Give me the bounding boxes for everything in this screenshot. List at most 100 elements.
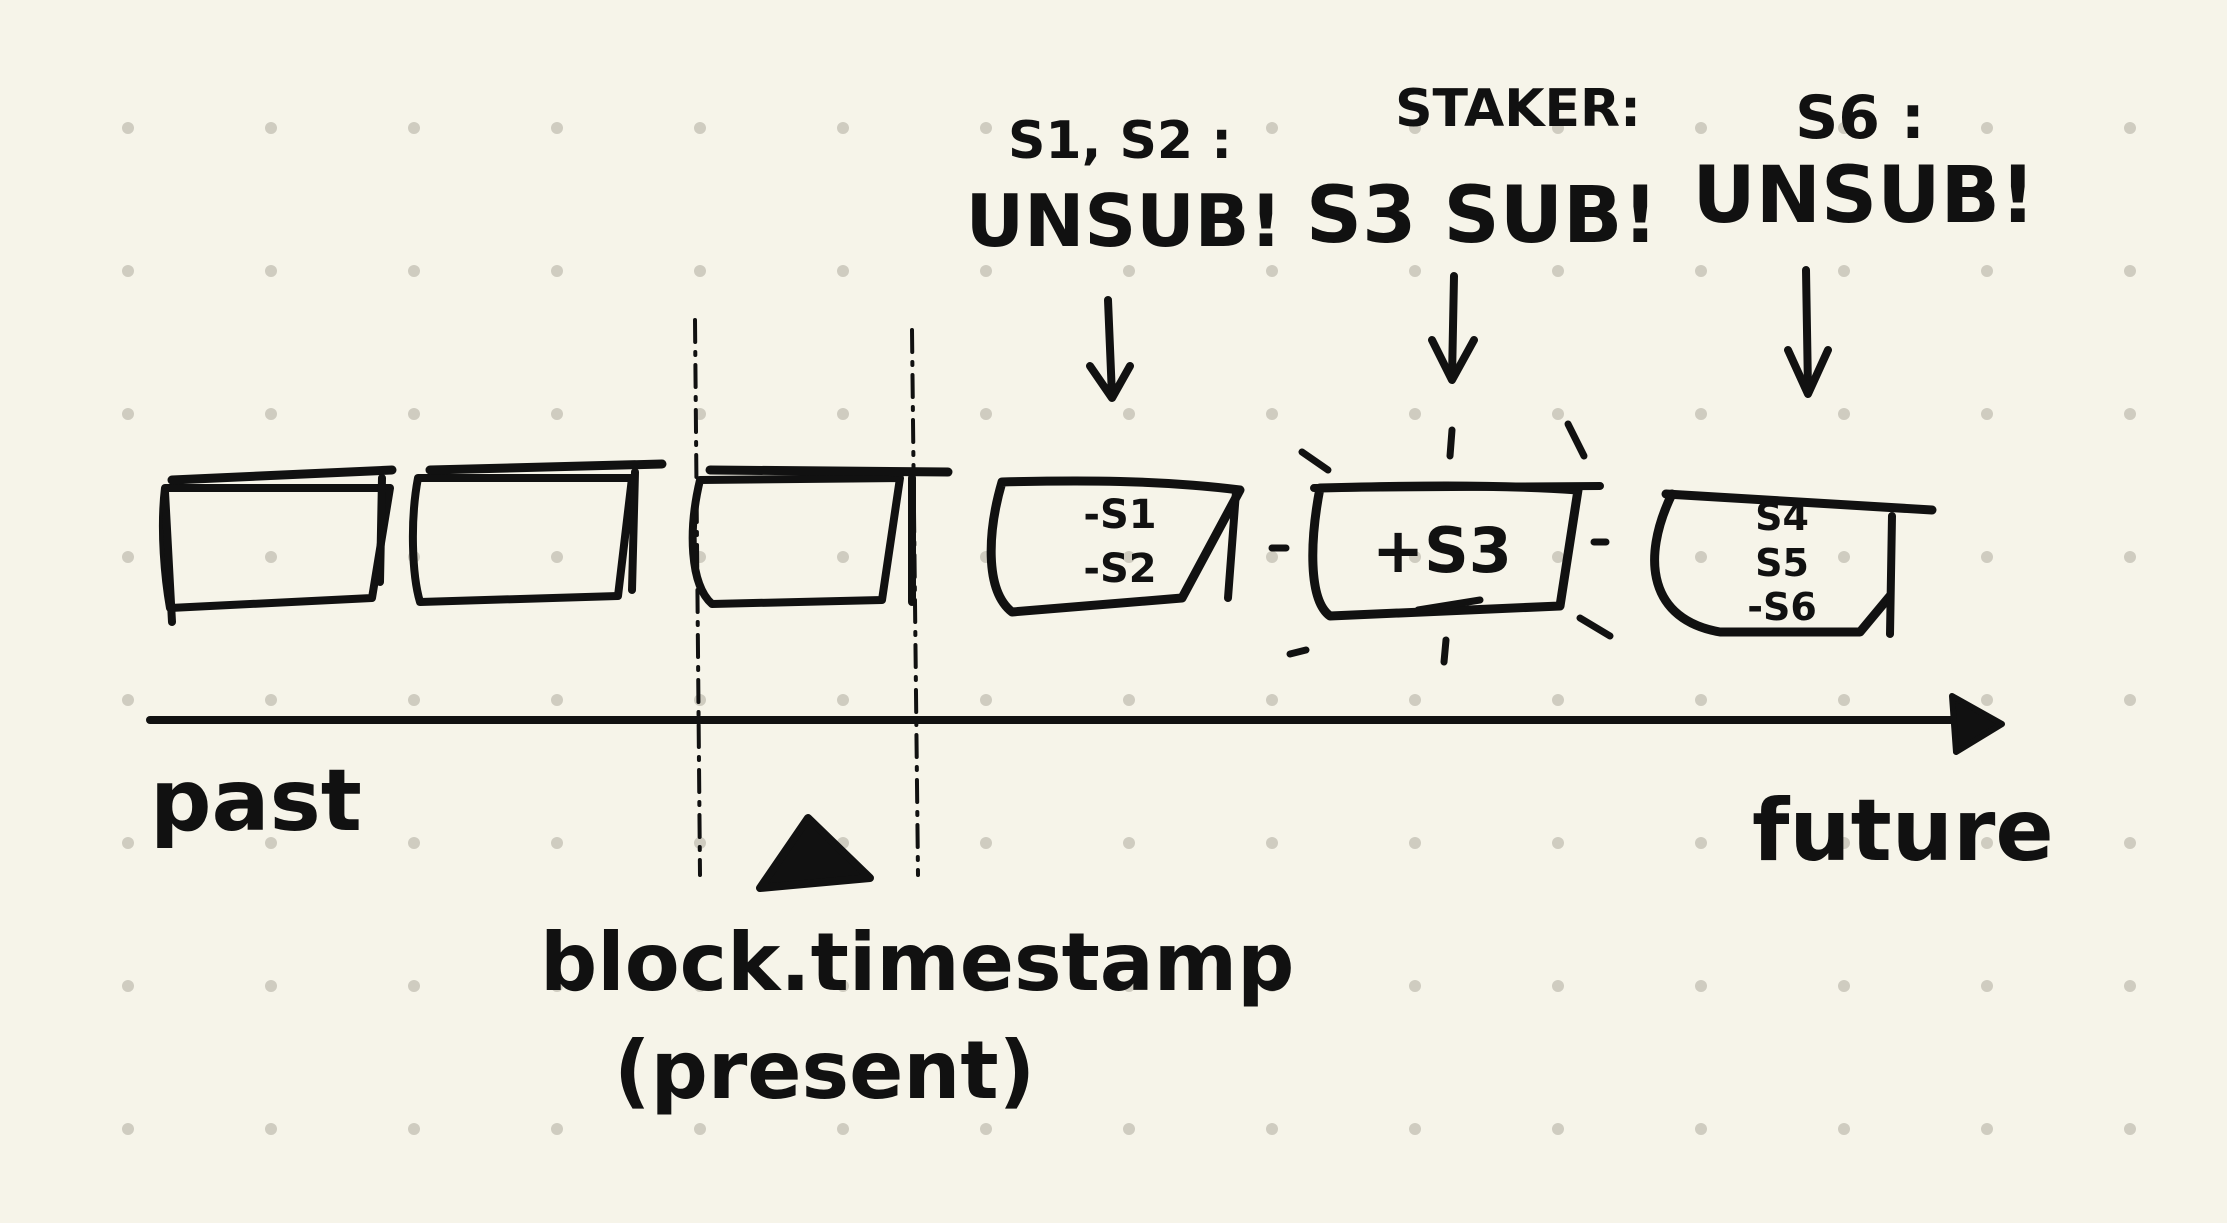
grid-dot — [551, 265, 563, 277]
grid-dot — [1552, 980, 1564, 992]
block-6: S4 S5 -S6 — [1650, 489, 1937, 638]
annotation-s1-s2-line-1: S1, S2 : — [1008, 111, 1232, 171]
grid-dot — [1123, 980, 1135, 992]
grid-dot — [1695, 265, 1707, 277]
grid-dot — [265, 408, 277, 420]
grid-dot — [1838, 1123, 1850, 1135]
grid-dot — [2124, 980, 2136, 992]
grid-dot — [1266, 408, 1278, 420]
block-6-line-1: S4 — [1755, 495, 1809, 539]
grid-dot — [1409, 1123, 1421, 1135]
grid-dot — [694, 265, 706, 277]
grid-dot — [1266, 551, 1278, 563]
grid-dot — [694, 122, 706, 134]
grid-dot — [2124, 408, 2136, 420]
grid-dot — [1695, 980, 1707, 992]
future-label: future — [1752, 781, 2054, 881]
grid-dot — [1552, 837, 1564, 849]
block-5: +S3 — [1268, 420, 1614, 666]
grid-dot — [837, 980, 849, 992]
grid-dot — [551, 122, 563, 134]
grid-dot — [1409, 837, 1421, 849]
block-3-present — [688, 465, 953, 608]
grid-dot — [1838, 837, 1850, 849]
grid-dot — [1266, 694, 1278, 706]
present-window-left-guide — [693, 318, 702, 877]
grid-dot — [980, 694, 992, 706]
grid-dot — [1981, 408, 1993, 420]
dot-grid — [122, 122, 2136, 1135]
grid-dot — [1409, 265, 1421, 277]
grid-dot — [837, 408, 849, 420]
grid-dot — [1123, 1123, 1135, 1135]
grid-dot — [980, 837, 992, 849]
present-marker-triangle — [756, 814, 874, 892]
grid-dot — [408, 980, 420, 992]
present-label: block.timestamp — [540, 916, 1294, 1009]
annotation-s1-s2-line-2: UNSUB! — [966, 179, 1283, 263]
block-1 — [158, 465, 397, 626]
present-sublabel: (present) — [614, 1024, 1035, 1117]
grid-dot — [1409, 408, 1421, 420]
grid-dot — [1123, 265, 1135, 277]
grid-dot — [1695, 694, 1707, 706]
grid-dot — [1266, 837, 1278, 849]
grid-dot — [122, 265, 134, 277]
grid-dot — [408, 1123, 420, 1135]
grid-dot — [1552, 122, 1564, 134]
annotation-s6: S6 : UNSUB! — [1692, 83, 2036, 398]
grid-dot — [408, 837, 420, 849]
grid-dot — [837, 1123, 849, 1135]
grid-dot — [551, 980, 563, 992]
grid-dot — [551, 408, 563, 420]
annotation-staker-line-2: S3 SUB! — [1306, 171, 1658, 261]
grid-dot — [1409, 122, 1421, 134]
grid-dot — [1838, 551, 1850, 563]
grid-dot — [2124, 265, 2136, 277]
grid-dot — [980, 408, 992, 420]
grid-dot — [122, 1123, 134, 1135]
grid-dot — [1123, 837, 1135, 849]
grid-dot — [2124, 694, 2136, 706]
grid-dot — [1409, 694, 1421, 706]
grid-dot — [551, 837, 563, 849]
grid-dot — [1266, 980, 1278, 992]
grid-dot — [1838, 122, 1850, 134]
grid-dot — [1695, 408, 1707, 420]
grid-dot — [122, 694, 134, 706]
block-4-line-1: -S1 — [1083, 492, 1156, 538]
grid-dot — [837, 551, 849, 563]
annotation-s6-line-2: UNSUB! — [1692, 151, 2035, 241]
grid-dot — [980, 980, 992, 992]
block-6-line-2: S5 — [1755, 541, 1809, 585]
grid-dot — [837, 694, 849, 706]
grid-dot — [1552, 408, 1564, 420]
grid-dot — [551, 551, 563, 563]
annotation-staker-line-1: STAKER: — [1395, 79, 1641, 139]
grid-dot — [1981, 694, 1993, 706]
highlight-rays — [1268, 420, 1614, 666]
grid-dot — [2124, 1123, 2136, 1135]
down-arrow-icon — [1784, 266, 1832, 398]
grid-dot — [1123, 408, 1135, 420]
grid-dot — [408, 694, 420, 706]
block-6-line-3: -S6 — [1747, 585, 1817, 629]
grid-dot — [1552, 551, 1564, 563]
grid-dot — [122, 551, 134, 563]
grid-dot — [1552, 1123, 1564, 1135]
grid-dot — [1266, 1123, 1278, 1135]
grid-dot — [1838, 694, 1850, 706]
timeline-arrowhead — [1949, 693, 2005, 755]
grid-dot — [1123, 551, 1135, 563]
down-arrow-icon — [1428, 272, 1478, 384]
grid-dot — [2124, 122, 2136, 134]
grid-dot — [122, 408, 134, 420]
grid-dot — [551, 694, 563, 706]
grid-dot — [265, 1123, 277, 1135]
grid-dot — [694, 1123, 706, 1135]
grid-dot — [2124, 837, 2136, 849]
grid-dot — [1695, 122, 1707, 134]
grid-dot — [1123, 694, 1135, 706]
annotation-s1-s2: S1, S2 : UNSUB! — [966, 111, 1283, 402]
grid-dot — [980, 1123, 992, 1135]
